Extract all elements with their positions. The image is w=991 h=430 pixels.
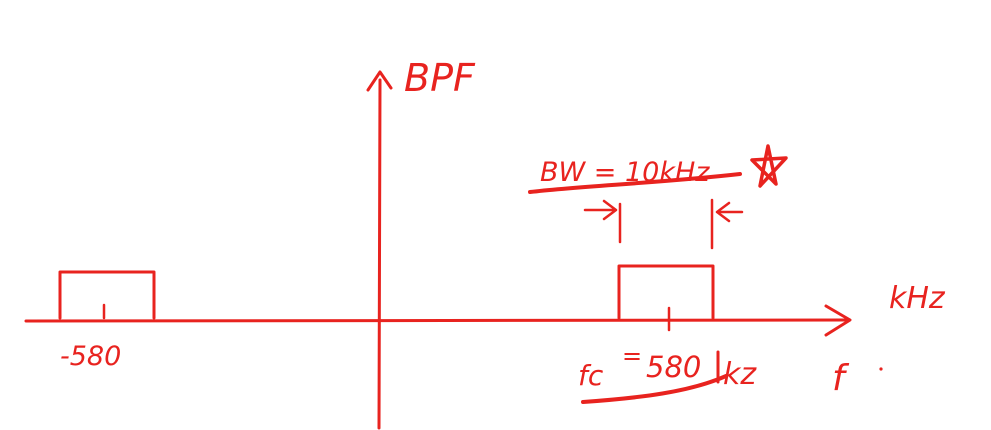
frequency-dot [879,367,883,371]
bandwidth-left-arrow [583,199,618,221]
negative-passband [58,270,156,320]
positive-passband [617,264,715,320]
center-equals-label: = [622,342,642,370]
star-icon [750,144,788,188]
center-unit-label: kz [723,357,757,392]
frequency-axis-line [24,318,850,323]
bandwidth-right-arrow [715,201,744,223]
center-frequency-underline [581,374,728,404]
negative-center-label: -580 [60,341,121,372]
frequency-axis-arrowhead [824,304,852,337]
unit-label: kHz [889,281,946,316]
vertical-axis-arrowhead [366,70,393,92]
bandwidth-underline [528,172,742,194]
center-prefix-label: fc [578,359,604,392]
vertical-axis [377,78,382,430]
filter-name-label: BPF [404,56,476,100]
bandwidth-label: BW = 10kHz [540,157,710,188]
center-value-label: 580 [646,350,701,384]
frequency-axis-label: f [832,358,850,399]
